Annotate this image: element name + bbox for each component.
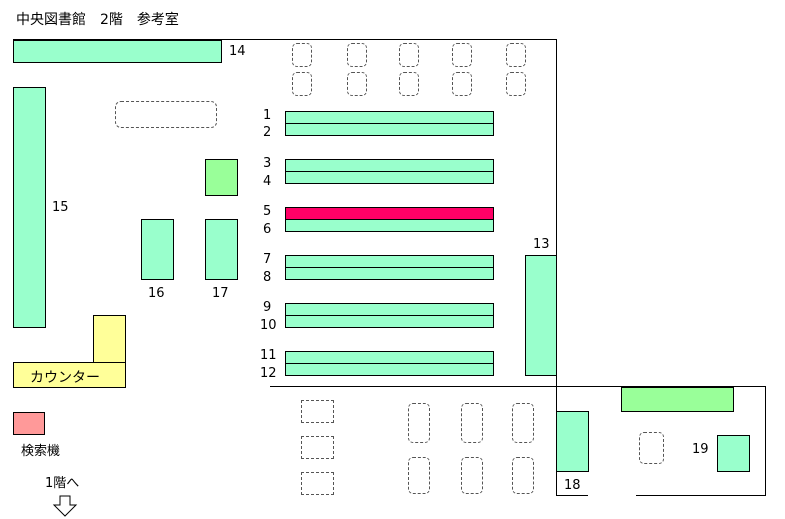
seat (399, 43, 419, 67)
seat (452, 43, 472, 67)
seat (461, 403, 483, 443)
display-shelf (621, 387, 734, 412)
shelf-19[interactable] (717, 435, 750, 472)
seat (512, 457, 534, 494)
shelf-14[interactable] (13, 40, 222, 63)
shelf-label-5: 5 (263, 204, 272, 219)
shelf-label-11: 11 (260, 348, 277, 363)
down-arrow-icon[interactable] (52, 495, 78, 517)
seat (408, 457, 430, 494)
wall-middle (270, 386, 765, 387)
shelf-label-4: 4 (263, 174, 272, 189)
seat (512, 403, 534, 443)
reading-table (115, 101, 217, 128)
seat (347, 43, 367, 67)
shelf-label-3: 3 (263, 156, 272, 171)
seat-square (301, 472, 334, 495)
shelf-label-15: 15 (52, 200, 69, 215)
seat (461, 457, 483, 494)
seat (292, 72, 312, 96)
shelf-10[interactable] (285, 315, 494, 328)
shelf-label-16: 16 (148, 286, 165, 301)
wall-right-upper (556, 39, 557, 387)
seat (452, 72, 472, 96)
shelf-label-14: 14 (229, 44, 246, 59)
seat-square (301, 400, 334, 423)
shelf-15[interactable] (13, 87, 46, 328)
shelf-label-17: 17 (212, 286, 229, 301)
shelf-18[interactable] (556, 411, 589, 472)
stairs-label: 1階へ (45, 476, 80, 491)
seat (408, 403, 430, 443)
shelf-17[interactable] (205, 219, 238, 280)
shelf-4[interactable] (285, 171, 494, 184)
shelf-13[interactable] (525, 255, 557, 376)
shelf-label-12: 12 (260, 366, 277, 381)
display-box (205, 159, 238, 196)
seat (292, 43, 312, 67)
shelf-label-19: 19 (692, 442, 709, 457)
shelf-label-7: 7 (263, 252, 272, 267)
shelf-6[interactable] (285, 219, 494, 232)
shelf-label-10: 10 (260, 318, 277, 333)
search-label: 検索機 (21, 444, 61, 459)
shelf-2[interactable] (285, 123, 494, 136)
seat (639, 432, 664, 464)
shelf-label-18: 18 (564, 478, 581, 493)
wall-top (13, 39, 557, 40)
shelf-label-6: 6 (263, 222, 272, 237)
wall-bottom-inner (556, 495, 588, 496)
shelf-label-8: 8 (263, 270, 272, 285)
shelf-label-1: 1 (263, 108, 272, 123)
wall-right-lower (765, 386, 766, 496)
counter-horizontal (13, 362, 126, 388)
wall-bottom-right (636, 495, 766, 496)
shelf-12[interactable] (285, 363, 494, 376)
seat (506, 72, 526, 96)
shelf-16[interactable] (141, 219, 174, 280)
map-title: 中央図書館 2階 参考室 (16, 12, 179, 28)
seat-square (301, 436, 334, 459)
shelf-label-13: 13 (533, 237, 550, 252)
seat (347, 72, 367, 96)
shelf-label-2: 2 (263, 125, 272, 140)
shelf-8[interactable] (285, 267, 494, 280)
counter-label: カウンター (30, 370, 100, 386)
shelf-label-9: 9 (263, 300, 272, 315)
seat (399, 72, 419, 96)
search-terminal[interactable] (13, 412, 45, 435)
seat (506, 43, 526, 67)
